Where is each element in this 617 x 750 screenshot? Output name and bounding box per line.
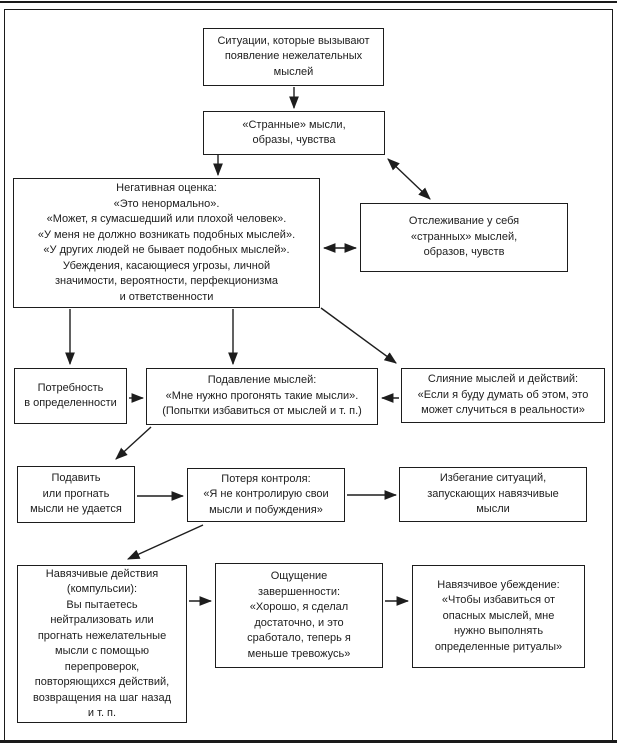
box-suppression-fails: Подавить или прогнать мысли не удается bbox=[17, 466, 135, 523]
top-border-line bbox=[0, 1, 617, 3]
bottom-border-line bbox=[0, 740, 617, 743]
arrow-strange-monitoring-bidirectional bbox=[387, 158, 431, 200]
box-sense-of-completion: Ощущение завершенности: «Хорошо, я сдела… bbox=[215, 563, 383, 668]
box-thought-suppression: Подавление мыслей: «Мне нужно прогонять … bbox=[146, 368, 378, 425]
arrow-suppression-to-fails bbox=[115, 426, 152, 460]
box-avoidance: Избегание ситуаций, запускающих навязчив… bbox=[399, 467, 587, 522]
arrow-negative-to-fusion bbox=[320, 307, 397, 364]
box-obsessive-belief: Навязчивое убеждение: «Чтобы избавиться … bbox=[412, 565, 585, 668]
arrow-loss-to-compulsions bbox=[126, 524, 204, 560]
box-self-monitoring: Отслеживание у себя «странных» мыслей, о… bbox=[360, 203, 568, 272]
box-strange-thoughts: «Странные» мысли, образы, чувства bbox=[203, 111, 385, 155]
box-thought-action-fusion: Слияние мыслей и действий: «Если я буду … bbox=[401, 368, 605, 423]
box-situations: Ситуации, которые вызывают появление неж… bbox=[203, 28, 384, 86]
box-loss-of-control: Потеря контроля: «Я не контролирую свои … bbox=[187, 468, 345, 522]
box-need-certainty: Потребность в определенности bbox=[14, 368, 127, 424]
box-negative-appraisal: Негативная оценка: «Это ненормально». «М… bbox=[13, 178, 320, 308]
box-compulsions: Навязчивые действия (компульсии): Вы пыт… bbox=[17, 565, 187, 723]
